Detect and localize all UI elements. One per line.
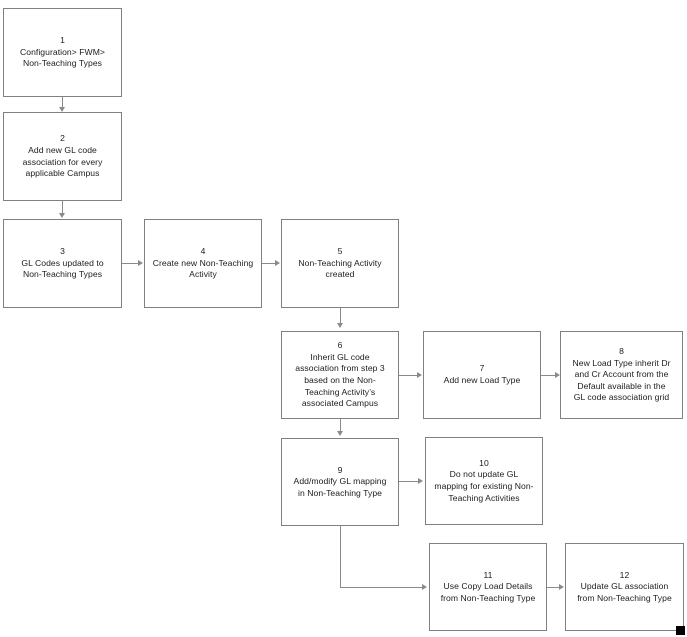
flow-node-6-number: 6 xyxy=(337,340,343,351)
arrowhead-2-to-3 xyxy=(59,213,65,218)
arrowhead-5-to-6 xyxy=(337,323,343,328)
connector-9-to-11-vertical xyxy=(340,526,341,587)
flow-node-3[interactable]: 3 GL Codes updated to Non-Teaching Types xyxy=(3,219,122,308)
flow-node-7-label: Add new Load Type xyxy=(443,375,521,385)
flow-node-4[interactable]: 4 Create new Non-Teaching Activity xyxy=(144,219,262,308)
flow-node-1[interactable]: 1 Configuration> FWM> Non-Teaching Types xyxy=(3,8,122,97)
arrowhead-4-to-5 xyxy=(275,260,280,266)
flow-node-3-number: 3 xyxy=(60,246,65,257)
flow-node-3-label: GL Codes updated to Non-Teaching Types xyxy=(21,257,104,280)
flow-node-10[interactable]: 10 Do not update GL mapping for existing… xyxy=(425,437,543,525)
corner-marker xyxy=(676,626,685,635)
flow-node-12-number: 12 xyxy=(619,569,630,580)
flow-node-8-number: 8 xyxy=(619,346,624,357)
connector-9-to-11-horizontal xyxy=(340,587,423,588)
flow-node-5-number: 5 xyxy=(337,246,343,257)
flow-node-11[interactable]: 11 Use Copy Load Details from Non-Teachi… xyxy=(429,543,547,631)
flow-node-9[interactable]: 9 Add/modify GL mapping in Non-Teaching … xyxy=(281,438,399,526)
arrowhead-6-to-7 xyxy=(417,372,422,378)
connector-5-to-6 xyxy=(340,308,341,324)
arrowhead-11-to-12 xyxy=(559,584,564,590)
flow-node-2-number: 2 xyxy=(60,133,65,144)
arrowhead-9-to-11 xyxy=(422,584,427,590)
flow-node-1-label: Configuration> FWM> Non-Teaching Types xyxy=(19,46,105,69)
flow-node-4-number: 4 xyxy=(200,246,206,257)
flow-node-8-label: New Load Type inherit Dr and Cr Account … xyxy=(572,357,671,403)
connector-4-to-5 xyxy=(262,263,277,264)
flow-node-1-number: 1 xyxy=(60,35,65,46)
arrowhead-1-to-2 xyxy=(59,107,65,112)
connector-11-to-12 xyxy=(547,587,561,588)
connector-7-to-8 xyxy=(541,375,557,376)
flow-node-5-label: Non-Teaching Activity created xyxy=(298,257,382,280)
flow-node-5[interactable]: 5 Non-Teaching Activity created xyxy=(281,219,399,308)
flow-node-9-number: 9 xyxy=(337,464,343,475)
flow-node-6-label: Inherit GL code association from step 3 … xyxy=(295,351,385,409)
arrowhead-9-to-10 xyxy=(418,478,423,484)
arrowhead-7-to-8 xyxy=(555,372,560,378)
connector-6-to-7 xyxy=(399,375,418,376)
flow-node-9-label: Add/modify GL mapping in Non-Teaching Ty… xyxy=(293,476,387,498)
connector-9-to-10 xyxy=(399,481,419,482)
flow-node-2[interactable]: 2 Add new GL code association for every … xyxy=(3,112,122,201)
flow-node-10-number: 10 xyxy=(479,457,489,468)
flow-node-7[interactable]: 7 Add new Load Type xyxy=(423,331,541,419)
connector-6-to-9 xyxy=(340,419,341,433)
flow-node-11-label: Use Copy Load Details from Non-Teaching … xyxy=(440,581,536,603)
arrowhead-3-to-4 xyxy=(138,260,143,266)
flow-node-12-label: Update GL association from Non-Teaching … xyxy=(577,581,672,603)
flow-node-11-number: 11 xyxy=(483,569,493,580)
connector-3-to-4 xyxy=(122,263,140,264)
flow-node-7-number: 7 xyxy=(479,363,485,374)
flow-node-8[interactable]: 8 New Load Type inherit Dr and Cr Accoun… xyxy=(560,331,683,419)
connector-1-to-2 xyxy=(62,97,63,110)
flow-node-12[interactable]: 12 Update GL association from Non-Teachi… xyxy=(565,543,684,631)
flow-node-6[interactable]: 6 Inherit GL code association from step … xyxy=(281,331,399,419)
flow-node-4-label: Create new Non-Teaching Activity xyxy=(152,257,254,280)
connector-2-to-3 xyxy=(62,201,63,215)
flow-node-2-label: Add new GL code association for every ap… xyxy=(22,144,103,179)
flow-node-10-label: Do not update GL mapping for existing No… xyxy=(434,469,534,503)
arrowhead-6-to-9 xyxy=(337,431,343,436)
